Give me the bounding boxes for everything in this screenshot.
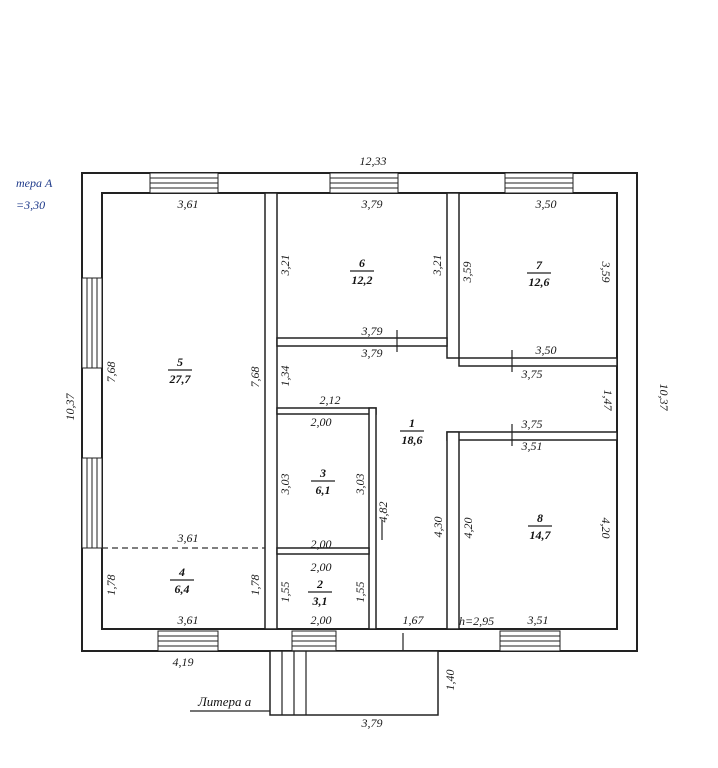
room-number: 5 [177,355,183,369]
room-number: 6 [359,256,365,270]
dim-hall-left: 1,34 [278,366,292,387]
room-7-label: 7 12,6 [527,258,551,289]
room-number: 8 [537,511,543,525]
dim-r2-left: 1,55 [278,582,292,603]
room-number: 7 [536,258,543,272]
dim-r8-top-outer: 3,75 [521,417,543,431]
height-note: h=2,95 [459,614,494,628]
dim-overall-right: 10,37 [657,384,671,412]
dim-hall-right-upper: 3,75 [521,367,543,381]
dim-r8-top: 3,51 [521,439,543,453]
dim-r3-right: 3,03 [353,474,367,496]
dim-r8-left: 4,20 [461,518,475,539]
room-area: 27,7 [169,372,192,386]
room-8-label: 8 14,7 [528,511,552,542]
dim-r4-bottom: 3,61 [177,613,199,627]
window-bottom-right [499,630,561,652]
dim-porch-bottom: 3,79 [361,716,383,730]
dimension-labels-vertical: 10,37 10,37 7,68 7,68 3,21 3,21 3,59 3,5… [63,255,671,691]
dim-r2-right: 1,55 [353,582,367,603]
dim-r5-bottom: 3,61 [177,531,199,545]
window-top-left [149,172,219,194]
room-number: 3 [319,466,326,480]
room-area: 12,2 [352,273,373,287]
dim-r8-bottom: 3,51 [527,613,549,627]
window-left-lower [81,457,103,549]
dim-hall-top: 3,79 [361,346,383,360]
litera-small: Литера а [197,694,252,709]
window-bottom-left [157,630,219,652]
dim-r5-inner-left: 7,68 [104,362,118,383]
room-3-label: 3 6,1 [311,466,335,497]
window-bottom-center [291,630,337,652]
window-left-upper [81,277,103,369]
dim-r6-bottom: 3,79 [361,324,383,338]
dim-r3-top: 2,00 [311,415,332,429]
interior-walls [102,192,618,660]
dim-r6-right: 3,21 [430,255,444,277]
dimension-labels-horizontal: 12,33 3,61 3,79 3,50 3,79 3,79 3,50 3,75… [173,154,557,730]
room-area: 18,6 [402,433,423,447]
dim-overall-top: 12,33 [360,154,387,168]
room-area: 6,4 [175,582,190,596]
dim-r4-right: 1,78 [248,575,262,596]
dim-r5-top: 3,61 [177,197,199,211]
window-top-right [504,172,574,194]
dim-r7-left: 3,59 [460,262,474,284]
room-5-label: 5 27,7 [168,355,192,386]
room-area: 12,6 [529,275,550,289]
dim-hall-vertical: 4,30 [431,517,445,538]
dim-r2-bottom: 2,00 [311,613,332,627]
dim-bottom-left: 4,19 [173,655,194,669]
litera-main-line1: тера А [16,176,53,190]
room-area: 14,7 [530,528,552,542]
room-area: 3,1 [312,594,328,608]
dim-hall-right-mid: 1,47 [601,390,615,412]
room-2-label: 2 3,1 [308,577,332,608]
dim-r6-left: 3,21 [278,255,292,277]
dim-hall-inner: 4,82 [376,502,390,523]
window-top-center [329,172,399,194]
dim-r8-right: 4,20 [599,518,613,539]
dim-r7-top: 3,50 [535,197,557,211]
room-4-label: 4 6,4 [170,565,194,596]
dim-r2-top: 2,00 [311,560,332,574]
room-area: 6,1 [316,483,331,497]
dim-r7-right: 3,59 [599,261,613,283]
dim-r7-bottom: 3,50 [535,343,557,357]
porch [190,650,439,716]
litera-main-line2: =3,30 [16,198,45,212]
dim-porch-side: 1,40 [443,670,457,691]
room-1-label: 1 18,6 [400,416,424,447]
dim-r3-bottom: 2,00 [311,537,332,551]
dim-hall-bottom: 1,67 [403,613,425,627]
dim-r3-top-outer: 2,12 [320,393,341,407]
dim-r5-inner-right: 7,68 [248,367,262,388]
dim-r6-top: 3,79 [361,197,383,211]
room-number: 4 [178,565,185,579]
dim-r4-left: 1,78 [104,575,118,596]
room-6-label: 6 12,2 [350,256,374,287]
dim-r3-left: 3,03 [278,474,292,496]
dim-overall-left: 10,37 [63,393,77,421]
room-number: 1 [409,416,415,430]
room-number: 2 [316,577,323,591]
